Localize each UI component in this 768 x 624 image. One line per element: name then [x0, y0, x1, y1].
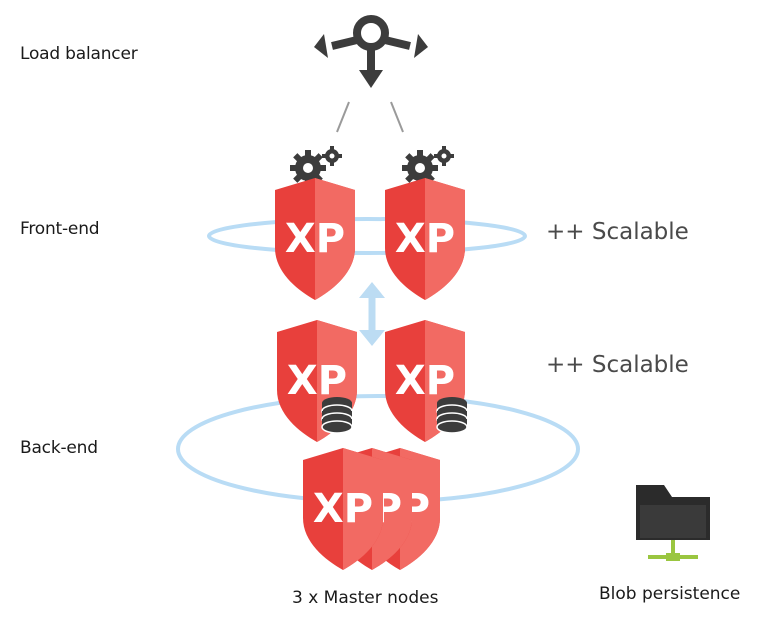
load-balancer-icon [314, 15, 428, 88]
front-end-node-1 [275, 146, 355, 300]
back-end-scalable-label: ++ Scalable [546, 352, 689, 378]
front-end-node-2 [385, 146, 465, 300]
front-end-scalable-label: ++ Scalable [546, 219, 689, 245]
front-end-label: Front-end [20, 219, 100, 239]
sync-arrow-icon [359, 282, 385, 346]
folder-icon [636, 485, 710, 561]
master-nodes-label: 3 x Master nodes [292, 588, 439, 608]
front-end-ring [207, 217, 527, 255]
load-balancer-label: Load balancer [20, 44, 138, 64]
lb-connector-left [336, 101, 350, 133]
back-end-node-2 [385, 320, 468, 442]
lb-connector-right [390, 101, 404, 133]
back-end-label: Back-end [20, 438, 98, 458]
back-end-node-1 [277, 320, 357, 442]
blob-persistence-label: Blob persistence [599, 584, 741, 604]
